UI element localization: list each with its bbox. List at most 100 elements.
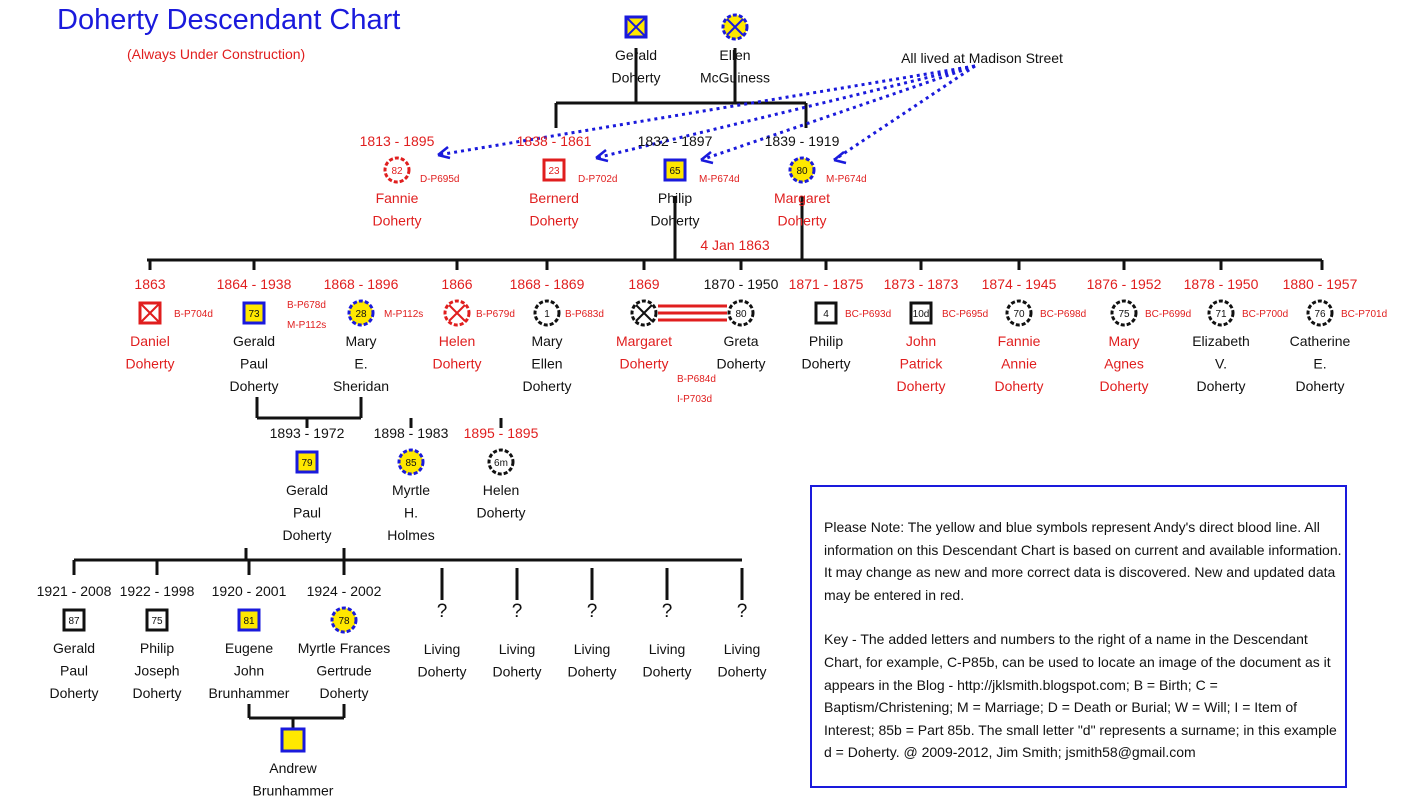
person-circle-symbol bbox=[1306, 299, 1334, 327]
deceased-cross bbox=[625, 16, 647, 38]
person-name-line: Doherty bbox=[717, 664, 766, 680]
chart-title: Doherty Descendant Chart bbox=[57, 4, 401, 36]
person-square-symbol bbox=[663, 158, 687, 182]
person-name-line: Myrtle Frances bbox=[298, 640, 391, 656]
person-circle-symbol bbox=[1207, 299, 1235, 327]
person-name-line: Brunhammer bbox=[253, 783, 334, 799]
person-name-line: Agnes bbox=[1104, 356, 1144, 372]
madison-arrow-head bbox=[700, 151, 714, 165]
person-name-line: E. bbox=[354, 356, 367, 372]
person-name-line: Mary bbox=[1108, 333, 1139, 349]
person-years: 1878 - 1950 bbox=[1184, 276, 1259, 292]
person-name-line: Doherty bbox=[1099, 378, 1148, 394]
person-years: 1876 - 1952 bbox=[1087, 276, 1162, 292]
person-name-line: Doherty bbox=[801, 356, 850, 372]
madison-arrow-line bbox=[595, 64, 976, 160]
person-age: 75 bbox=[151, 616, 163, 627]
person-age: 81 bbox=[243, 616, 255, 627]
person-name-line: Doherty bbox=[319, 685, 368, 701]
document-reference: I-P703d bbox=[677, 394, 712, 405]
person-age: 23 bbox=[548, 166, 560, 177]
person-name-line: Doherty bbox=[417, 664, 466, 680]
person-square-symbol bbox=[242, 301, 266, 325]
person-name-line: E. bbox=[1313, 356, 1326, 372]
person-circle-symbol bbox=[533, 299, 561, 327]
document-reference: M-P112s bbox=[287, 320, 326, 331]
deceased-cross bbox=[448, 304, 466, 322]
document-reference: B-P678d bbox=[287, 300, 326, 311]
person-years: 1864 - 1938 bbox=[217, 276, 292, 292]
person-name-line: Living bbox=[574, 641, 611, 657]
person-years: 1880 - 1957 bbox=[1283, 276, 1358, 292]
person-age: 6m bbox=[494, 458, 508, 469]
person-name-line: Elizabeth bbox=[1192, 333, 1250, 349]
person-name-line: John bbox=[234, 663, 264, 679]
note-box bbox=[810, 485, 1347, 788]
madison-arrow-head bbox=[833, 151, 847, 165]
person-name-line: Doherty bbox=[994, 378, 1043, 394]
person-square-symbol bbox=[909, 301, 933, 325]
person-name-line: Gertrude bbox=[316, 663, 371, 679]
document-reference: B-P683d bbox=[565, 309, 604, 320]
person-years: 1868 - 1869 bbox=[510, 276, 585, 292]
person-name-line: Paul bbox=[60, 663, 88, 679]
person-name-line: Margaret bbox=[774, 190, 830, 206]
person-name-line: Doherty bbox=[229, 378, 278, 394]
document-reference: M-P674d bbox=[826, 174, 867, 185]
document-reference: M-P112s bbox=[384, 309, 423, 320]
deceased-cross bbox=[635, 304, 653, 322]
person-name-line: Helen bbox=[483, 482, 520, 498]
person-name-line: Paul bbox=[240, 356, 268, 372]
person-name-line: Joseph bbox=[134, 663, 179, 679]
person-name-line: Paul bbox=[293, 505, 321, 521]
person-age: 4 bbox=[823, 309, 829, 320]
person-name-line: Doherty bbox=[125, 356, 174, 372]
person-name-line: Doherty bbox=[1295, 378, 1344, 394]
person-name-line: Brunhammer bbox=[209, 685, 290, 701]
person-years: 1921 - 2008 bbox=[37, 583, 112, 599]
person-circle-symbol bbox=[1005, 299, 1033, 327]
person-name-line: Gerald bbox=[233, 333, 275, 349]
person-years: 1838 - 1861 bbox=[517, 133, 592, 149]
person-age: 87 bbox=[68, 616, 80, 627]
person-name-line: Doherty bbox=[529, 213, 578, 229]
person-age: 65 bbox=[669, 166, 681, 177]
person-name-line: Doherty bbox=[476, 505, 525, 521]
person-years: 1895 - 1895 bbox=[464, 425, 539, 441]
person-years: 1868 - 1896 bbox=[324, 276, 399, 292]
person-age: 78 bbox=[338, 616, 350, 627]
person-circle-symbol bbox=[487, 448, 515, 476]
person-name-line: Fannie bbox=[998, 333, 1041, 349]
person-years: 1832 - 1897 bbox=[638, 133, 713, 149]
person-age: 82 bbox=[391, 166, 403, 177]
person-years: 1873 - 1873 bbox=[884, 276, 959, 292]
person-age: 70 bbox=[1013, 309, 1025, 320]
person-years: 1898 - 1983 bbox=[374, 425, 449, 441]
person-name-line: Margaret bbox=[616, 333, 672, 349]
person-circle-symbol bbox=[397, 448, 425, 476]
person-name-line: Doherty bbox=[611, 70, 660, 86]
person-name-line: Living bbox=[649, 641, 686, 657]
person-name-line: Philip bbox=[140, 640, 174, 656]
person-years: 1874 - 1945 bbox=[982, 276, 1057, 292]
person-name-line: Doherty bbox=[777, 213, 826, 229]
person-name-line: Doherty bbox=[372, 213, 421, 229]
person-square-symbol bbox=[280, 727, 306, 753]
deceased-cross bbox=[726, 18, 744, 36]
person-name-line: Philip bbox=[658, 190, 692, 206]
document-reference: BC-P699d bbox=[1145, 309, 1191, 320]
